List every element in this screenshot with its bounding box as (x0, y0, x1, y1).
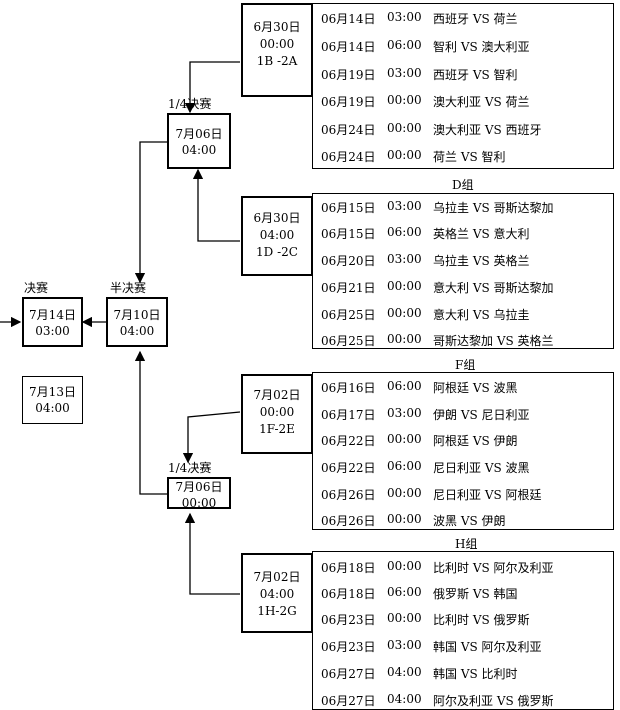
r16-4-pairing: 1H-2G (257, 604, 297, 618)
r16-box-4: 7月02日 04:00 1H-2G (241, 553, 313, 633)
r16-2-date: 6月30日 (253, 211, 301, 225)
group-title-d: D组 (452, 178, 474, 192)
qf-bottom-label: 1/4决赛 (168, 461, 212, 475)
r16-1-pairing: 1B -2A (256, 54, 298, 68)
third-place-time: 04:00 (35, 401, 70, 415)
r16-4-time: 04:00 (259, 587, 295, 601)
group-title-f: F组 (455, 358, 476, 372)
r16-1-date: 6月30日 (253, 20, 301, 34)
qf-bottom-time: 00:00 (181, 496, 217, 509)
r16-3-time: 00:00 (259, 405, 295, 419)
semi-box: 7月10日 04:00 (106, 297, 168, 347)
r16-box-3: 7月02日 00:00 1F-2E (241, 374, 313, 454)
semi-date: 7月10日 (113, 308, 161, 322)
third-place-box: 7月13日 04:00 (22, 376, 83, 424)
semi-time: 04:00 (119, 324, 155, 338)
final-label: 决赛 (24, 281, 49, 295)
r16-4-date: 7月02日 (253, 570, 301, 584)
r16-1-time: 00:00 (259, 37, 295, 51)
qf-bottom-date: 7月06日 (175, 480, 223, 494)
r16-3-pairing: 1F-2E (259, 422, 295, 436)
r16-box-2: 6月30日 04:00 1D -2C (241, 196, 313, 276)
qf-top-date: 7月06日 (175, 127, 223, 141)
qf-top-label: 1/4决赛 (168, 97, 212, 111)
qf-bottom-box: 7月06日 00:00 (167, 477, 231, 509)
semi-label: 半决赛 (110, 281, 147, 295)
qf-top-box: 7月06日 04:00 (167, 113, 231, 169)
r16-3-date: 7月02日 (253, 388, 301, 402)
group-title-h: H组 (455, 537, 478, 551)
r16-2-time: 04:00 (259, 228, 295, 242)
final-date: 7月14日 (29, 308, 76, 322)
r16-box-1: 6月30日 00:00 1B -2A (241, 3, 313, 97)
final-box: 7月14日 03:00 (22, 297, 83, 347)
third-place-date: 7月13日 (29, 385, 76, 399)
r16-2-pairing: 1D -2C (256, 245, 298, 259)
final-time: 03:00 (35, 324, 70, 338)
qf-top-time: 04:00 (181, 143, 217, 157)
